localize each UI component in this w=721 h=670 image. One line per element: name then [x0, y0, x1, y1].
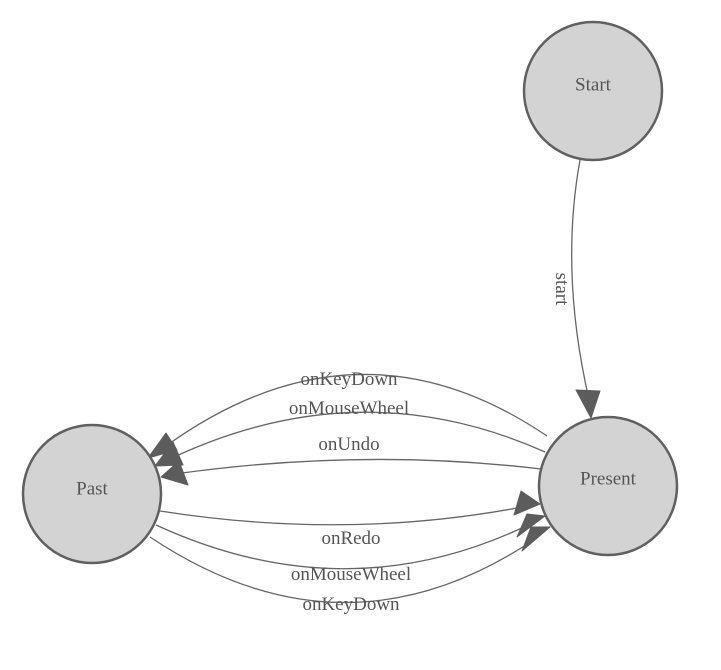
edge-mouse-wheel-forward-line — [155, 524, 527, 570]
edge-mouse-wheel-back: onMouseWheel — [154, 398, 546, 467]
node-present-label: Present — [580, 468, 637, 489]
edge-label-key-down-back: onKeyDown — [300, 369, 398, 390]
edge-label-mouse-wheel-back: onMouseWheel — [289, 398, 409, 419]
edge-start-arrowhead — [575, 389, 601, 419]
edge-redo: onRedo — [159, 490, 541, 549]
edge-undo-line — [181, 458, 542, 474]
edge-start: start — [551, 159, 601, 419]
edge-label-redo: onRedo — [321, 528, 380, 549]
edge-mouse-wheel-forward: onMouseWheel — [155, 513, 546, 585]
node-start-label: Start — [575, 74, 612, 95]
edge-key-down-forward-line — [149, 536, 533, 604]
edge-label-mouse-wheel-forward: onMouseWheel — [291, 564, 411, 585]
node-past[interactable]: Past — [21, 423, 163, 565]
edge-mouse-wheel-back-line — [173, 411, 546, 458]
edge-label-undo: onUndo — [318, 434, 379, 455]
node-start[interactable]: Start — [522, 20, 664, 162]
edge-undo-arrowhead — [160, 460, 189, 486]
edge-undo: onUndo — [160, 434, 542, 486]
node-start-circle[interactable] — [522, 20, 664, 162]
edge-label-key-down-forward: onKeyDown — [302, 594, 400, 615]
edge-redo-arrowhead — [513, 490, 541, 516]
edge-start-line — [571, 159, 589, 396]
edge-redo-line — [159, 507, 518, 526]
node-present[interactable]: Present — [537, 415, 679, 557]
node-past-label: Past — [76, 478, 108, 499]
edge-mouse-wheel-back-arrowhead — [154, 441, 184, 467]
node-present-circle[interactable] — [537, 415, 679, 557]
edge-label-start: start — [551, 273, 572, 306]
edge-key-down-back-line — [165, 373, 548, 447]
edge-key-down-forward-arrowhead — [521, 526, 551, 552]
node-past-circle[interactable] — [21, 423, 163, 565]
edge-key-down-forward: onKeyDown — [149, 526, 551, 615]
